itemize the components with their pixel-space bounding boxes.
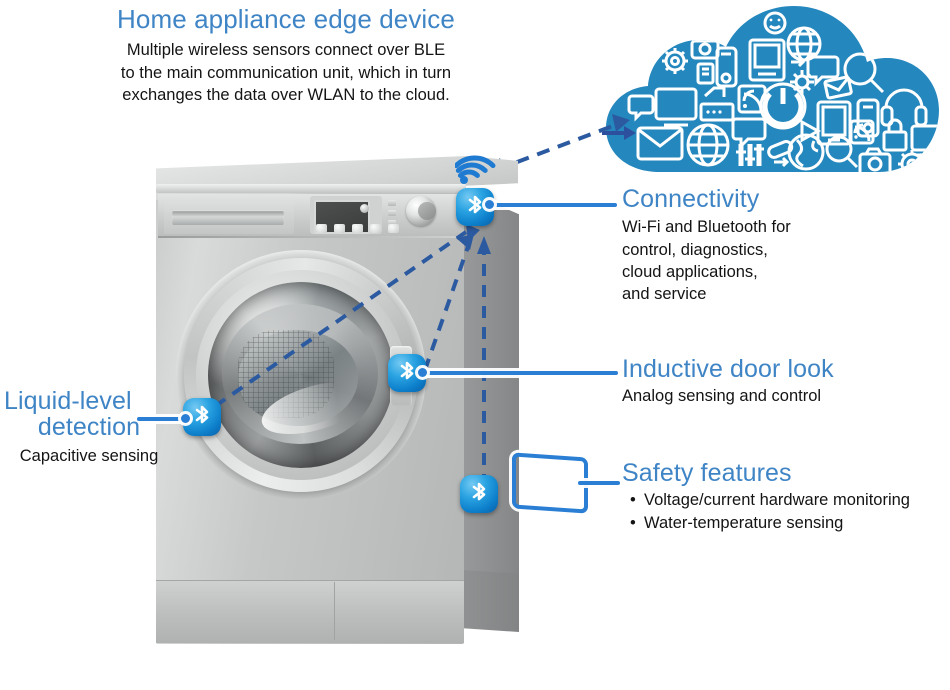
page-title: Home appliance edge device [117, 4, 455, 34]
callout-safety-bullet-2: Water-temperature sensing [630, 512, 947, 535]
callout-safety-bullets: Voltage/current hardware monitoring Wate… [622, 489, 947, 535]
detergent-drawer-handle[interactable] [172, 210, 284, 225]
panel-divider [158, 236, 464, 238]
panel-button-4[interactable] [370, 224, 381, 233]
panel-button-2[interactable] [334, 224, 345, 233]
callout-connectivity-body: Wi-Fi and Bluetooth for control, diagnos… [622, 216, 942, 305]
leader-dot-connectivity [485, 200, 494, 209]
callout-safety-bullet-1: Voltage/current hardware monitoring [630, 489, 947, 512]
callout-safety-heading: Safety features [622, 459, 792, 487]
washer-side-panel [463, 190, 519, 630]
panel-indicator-dot [360, 204, 369, 213]
callout-liquid-level: Liquid-level detection Capacitive sensin… [4, 388, 174, 467]
leader-dot-door-lock [418, 368, 427, 377]
cloud-inbound-arrow [600, 122, 640, 149]
callout-connectivity: Connectivity Wi-Fi and Bluetooth for con… [622, 186, 942, 305]
washer-base-panel [156, 580, 464, 643]
title-subtitle-line-3: exchanges the data over WLAN to the clou… [122, 85, 450, 104]
title-subtitle: Multiple wireless sensors connect over B… [0, 39, 572, 106]
ble-dashed-vertical-link [476, 228, 492, 495]
ble-dashed-links [180, 190, 510, 525]
washer-base-seam [334, 582, 335, 640]
callout-door-lock-heading: Inductive door look [622, 355, 834, 383]
panel-button-5[interactable] [388, 224, 399, 233]
leader-line-safety [578, 481, 620, 485]
panel-mini-button-3[interactable] [388, 220, 396, 226]
callout-connectivity-line-3: cloud applications, [622, 262, 758, 281]
callout-connectivity-line-1: Wi-Fi and Bluetooth for [622, 218, 791, 237]
callout-liquid-level-heading-line-1: Liquid-level [4, 387, 132, 415]
panel-button-3[interactable] [352, 224, 363, 233]
iot-cloud-graphic [598, 4, 948, 184]
washer-side-base [463, 570, 519, 632]
leader-line-connectivity [489, 203, 617, 207]
title-subtitle-line-1: Multiple wireless sensors connect over B… [126, 41, 446, 60]
wifi-signal-icon [453, 146, 497, 193]
safety-highlight-box [512, 452, 588, 514]
bluetooth-badge-safety[interactable] [460, 475, 498, 513]
door-glass[interactable] [208, 282, 394, 468]
leader-line-door-lock [422, 371, 618, 375]
leader-dot-liquid-level [181, 414, 190, 423]
callout-connectivity-heading: Connectivity [622, 185, 760, 213]
panel-button-1[interactable] [316, 224, 327, 233]
callout-liquid-level-line-1: Capacitive sensing [19, 446, 159, 465]
callout-safety: Safety features Voltage/current hardware… [622, 460, 947, 535]
callout-liquid-level-heading-line-2: detection [37, 413, 141, 442]
panel-mini-button-1[interactable] [388, 200, 396, 206]
program-selector-knob-inner[interactable] [418, 202, 436, 220]
callout-door-lock: Inductive door look Analog sensing and c… [622, 356, 942, 408]
washer-top-lip [156, 184, 466, 193]
leader-line-liquid-level [137, 417, 189, 421]
callout-connectivity-line-2: control, diagnostics, [622, 240, 768, 259]
panel-mini-button-2[interactable] [388, 210, 396, 216]
title-subtitle-line-2: to the main communication unit, which in… [120, 63, 452, 82]
callout-door-lock-line-1: Analog sensing and control [622, 387, 822, 406]
callout-connectivity-line-4: and service [622, 285, 707, 304]
title-block: Home appliance edge device Multiple wire… [0, 4, 572, 106]
